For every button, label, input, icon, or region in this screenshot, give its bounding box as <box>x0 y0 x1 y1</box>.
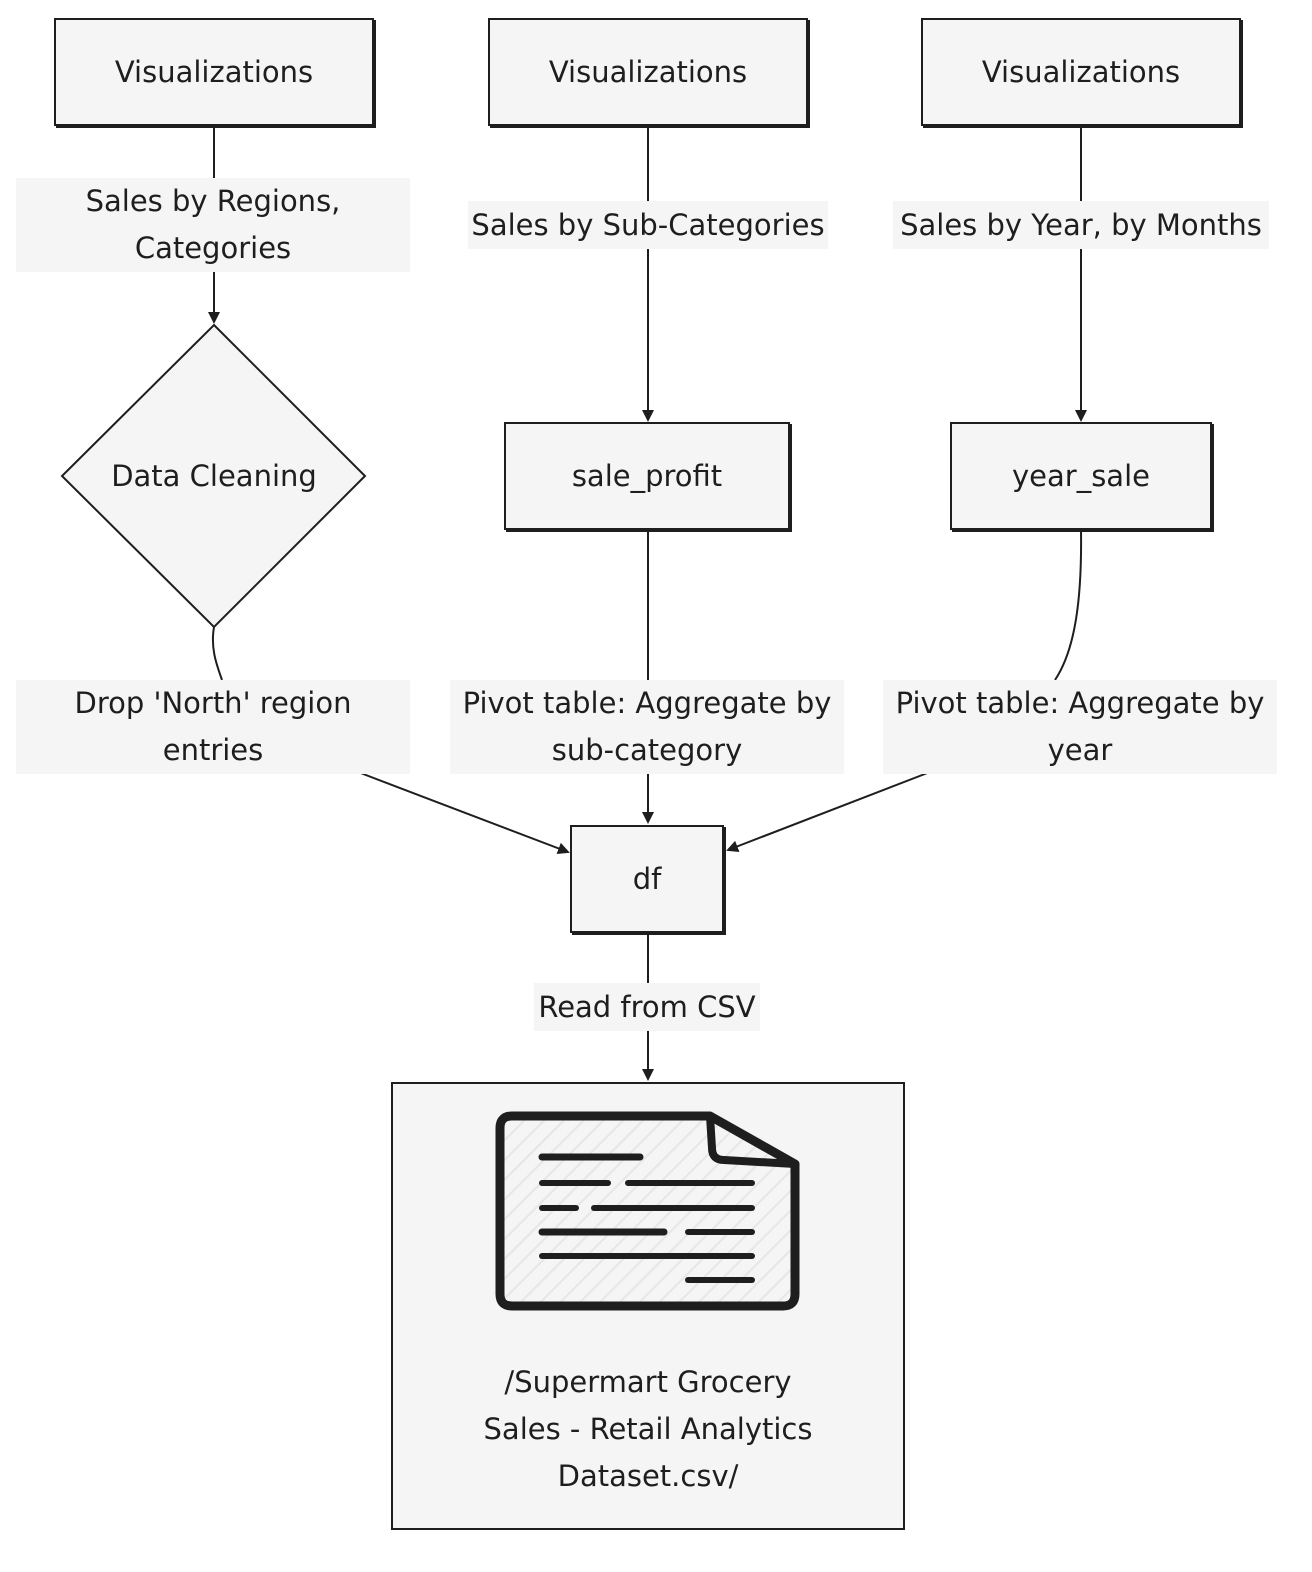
edge-label-line: year <box>1047 733 1113 767</box>
node-label: Visualizations <box>114 54 314 89</box>
edge-label-line: Drop 'North' region <box>74 686 352 720</box>
node-label: year_sale <box>1012 458 1150 493</box>
node-label: Visualizations <box>548 54 748 89</box>
edge-label-line: sub-category <box>551 733 743 767</box>
edge-label-pivot-subcategory: Pivot table: Aggregate by sub-category <box>450 680 844 774</box>
visualizations-node-middle: Visualizations <box>488 18 808 126</box>
edge-label-line: Pivot table: Aggregate by <box>895 686 1265 720</box>
node-label: sale_profit <box>571 458 723 493</box>
edge-label-sales-subcategories: Sales by Sub-Categories <box>468 201 828 249</box>
sale-profit-node: sale_profit <box>504 422 790 530</box>
edge-label-line: Sales by Regions, <box>85 184 341 218</box>
file-name-line: Dataset.csv/ <box>557 1458 739 1493</box>
edge-year-sale-to-df <box>728 529 1083 850</box>
data-cleaning-node: Data Cleaning <box>62 440 366 512</box>
edge-label-line: Pivot table: Aggregate by <box>462 686 832 720</box>
edge-label-sales-year: Sales by Year, by Months <box>893 201 1269 249</box>
edge-label-line: Categories <box>134 231 292 265</box>
edge-label-text: Sales by Year, by Months <box>900 207 1262 242</box>
node-label: df <box>632 861 662 896</box>
edge-label-drop-north: Drop 'North' region entries <box>16 680 410 774</box>
node-label: Data Cleaning <box>111 459 317 493</box>
edge-label-sales-regions: Sales by Regions, Categories <box>16 178 410 272</box>
visualizations-node-right: Visualizations <box>921 18 1241 126</box>
edge-label-pivot-year: Pivot table: Aggregate by year <box>883 680 1277 774</box>
csv-file-node: /Supermart Grocery Sales - Retail Analyt… <box>392 1354 904 1504</box>
visualizations-node-left: Visualizations <box>54 18 374 126</box>
edge-label-text: Read from CSV <box>538 989 756 1024</box>
file-name-line: Sales - Retail Analytics <box>483 1411 813 1446</box>
edge-label-line: entries <box>162 733 264 767</box>
node-label: Visualizations <box>981 54 1181 89</box>
year-sale-node: year_sale <box>950 422 1212 530</box>
edge-cleaning-to-df <box>212 626 568 852</box>
edge-label-text: Sales by Sub-Categories <box>471 207 825 242</box>
df-node: df <box>570 825 724 933</box>
edge-label-read-csv: Read from CSV <box>534 983 760 1031</box>
document-icon <box>495 1111 800 1311</box>
file-name-line: /Supermart Grocery <box>504 1364 792 1399</box>
